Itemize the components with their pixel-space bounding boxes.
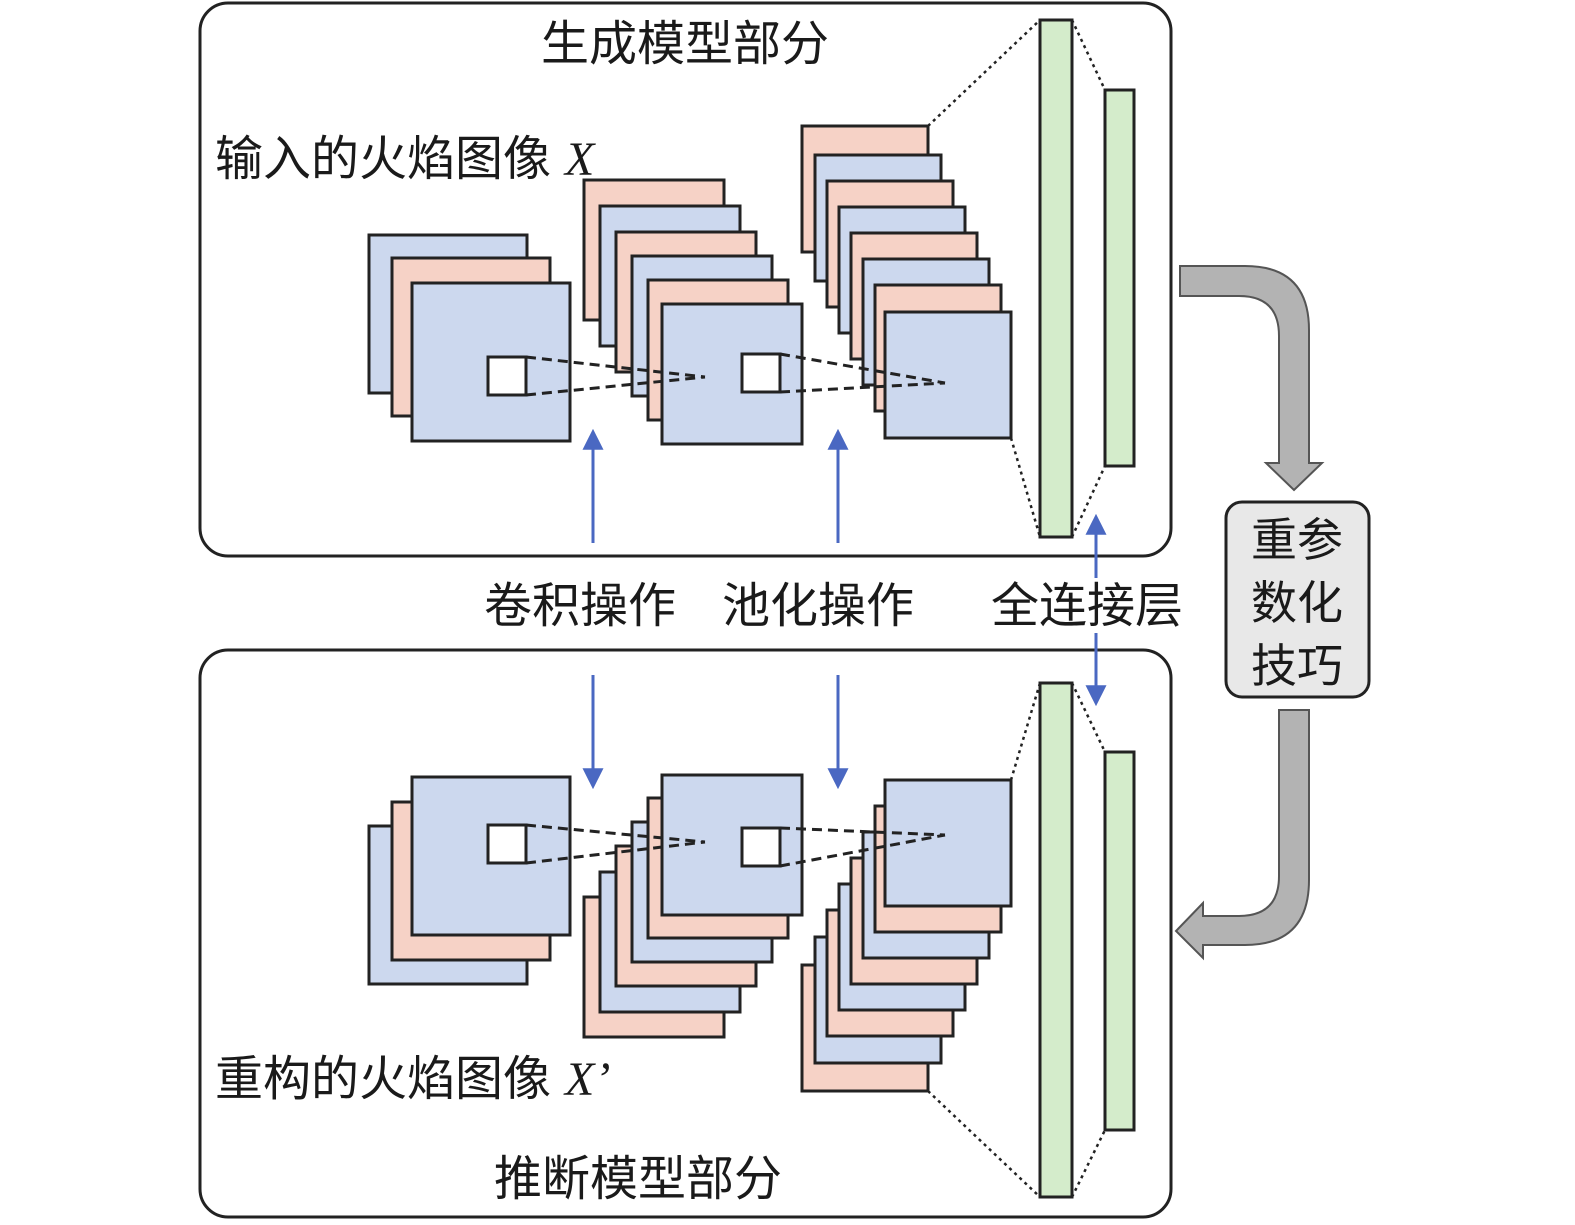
inference-title: 推断模型部分 (494, 1151, 782, 1207)
feature-map (883, 310, 1013, 440)
inf-conv1-stack (367, 775, 572, 986)
operation-arrows (582, 428, 1107, 790)
reparam-line1: 重参 (1251, 513, 1343, 567)
fc-label: 全连接层 (991, 578, 1183, 634)
gen-receptive-lines (525, 352, 946, 397)
kernel-window (740, 352, 782, 394)
inf-fc-layers (927, 681, 1136, 1199)
conv-label: 卷积操作 (484, 578, 676, 634)
fc-layer-1 (1038, 681, 1074, 1199)
fc-layer-2 (1103, 88, 1136, 468)
kernel-window (740, 826, 782, 868)
feature-map (883, 778, 1013, 908)
kernel-window (486, 355, 528, 397)
inf-pool-stack (800, 778, 1013, 1093)
fc-layer-1 (1038, 18, 1074, 539)
gray-arrow-bottom (1174, 709, 1310, 961)
gen-conv1-stack (367, 233, 572, 443)
input-image-variable: X (563, 133, 596, 186)
inf-receptive-lines (525, 823, 946, 868)
input-image-text: 输入的火焰图像 (215, 131, 551, 187)
output-image-variable: X’ (563, 1053, 610, 1106)
output-image-text: 重构的火焰图像 (215, 1051, 551, 1107)
reparam-line2: 数化 (1251, 576, 1343, 630)
gen-fc-layers (927, 18, 1136, 539)
generator-title: 生成模型部分 (541, 16, 829, 72)
pool-label: 池化操作 (722, 578, 914, 634)
reparam-line3: 技巧 (1251, 639, 1343, 693)
kernel-window (486, 823, 528, 865)
gray-arrow-top (1179, 265, 1325, 492)
reparam-box: 重参 数化 技巧 (1224, 500, 1371, 699)
fc-layer-2 (1103, 750, 1136, 1132)
gen-pool-stack (800, 124, 1013, 440)
feature-map (410, 281, 572, 443)
